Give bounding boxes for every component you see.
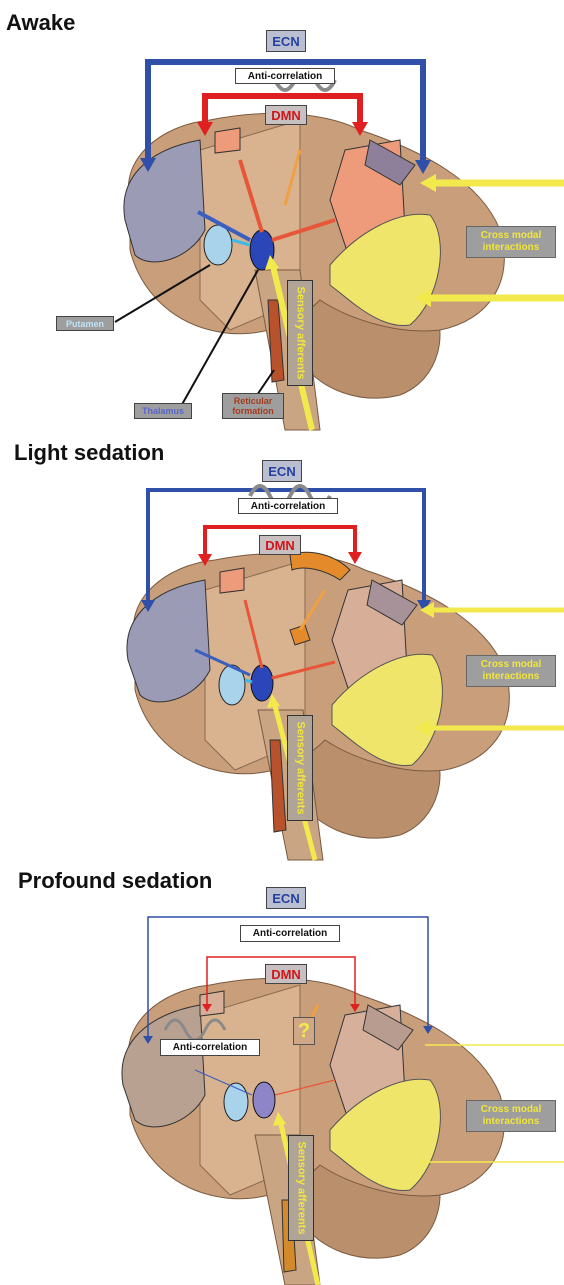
anti-correlation-frontal-label: Anti-correlation: [160, 1039, 260, 1056]
thalamus-shape: [253, 1082, 275, 1118]
frontal-ecn-region: [127, 580, 210, 702]
putamen-shape: [224, 1083, 248, 1121]
cross-modal-line2: interactions: [483, 1116, 540, 1128]
thalamus-label: Thalamus: [134, 403, 192, 419]
anti-correlation-label: Anti-correlation: [238, 498, 338, 514]
anti-correlation-label: Anti-correlation: [240, 925, 340, 942]
sensory-afferents-label: Sensory afferents: [287, 280, 313, 386]
cross-modal-line1: Cross modal: [481, 230, 542, 242]
ecn-label: ECN: [266, 30, 306, 52]
dmn-medial-region: [215, 128, 240, 153]
cross-modal-label: Cross modal interactions: [466, 1100, 556, 1132]
dmn-label: DMN: [265, 105, 307, 125]
reticular-line1: Reticular: [234, 396, 273, 406]
dmn-label: DMN: [265, 964, 307, 984]
cross-modal-line2: interactions: [483, 242, 540, 254]
dmn-arrowhead-right: [348, 552, 362, 564]
dmn-medial-region: [200, 991, 224, 1016]
putamen-thalamus-arrow: [245, 680, 252, 682]
anti-correlation-label: Anti-correlation: [235, 68, 335, 84]
sensory-afferents-text: Sensory afferents: [294, 722, 306, 815]
cross-modal-line1: Cross modal: [481, 1104, 542, 1116]
cross-modal-line1: Cross modal: [481, 659, 542, 671]
sensory-afferents-label: Sensory afferents: [287, 715, 313, 821]
cross-modal-label: Cross modal interactions: [466, 226, 556, 258]
reticular-formation-label: Reticular formation: [222, 393, 284, 419]
brain-diagram: [0, 860, 564, 1285]
thalamus-shape: [251, 665, 273, 701]
cross-modal-line2: interactions: [483, 671, 540, 683]
putamen-shape: [204, 225, 232, 265]
putamen-label: Putamen: [56, 316, 114, 331]
brain-diagram: [0, 0, 564, 430]
sensory-afferents-text: Sensory afferents: [295, 1142, 307, 1235]
ecn-label: ECN: [266, 887, 306, 909]
panel-profound-sedation: Profound sedation ECN Anti-correlation D…: [0, 860, 564, 1285]
panel-light-sedation: Light sedation ECN Anti-c: [0, 430, 564, 860]
panel-awake: Awake: [0, 0, 564, 430]
frontal-ecn-region: [124, 140, 205, 262]
frontal-ecn-region: [122, 1005, 205, 1127]
question-mark-label: ?: [293, 1017, 315, 1045]
ecn-label: ECN: [262, 460, 302, 482]
sensory-afferents-label: Sensory afferents: [288, 1135, 314, 1241]
brain-diagram: [0, 430, 564, 860]
reticular-line2: formation: [232, 406, 274, 416]
sensory-afferents-text: Sensory afferents: [294, 287, 306, 380]
dmn-medial-region: [220, 568, 244, 593]
cross-modal-label: Cross modal interactions: [466, 655, 556, 687]
dmn-label: DMN: [259, 535, 301, 555]
